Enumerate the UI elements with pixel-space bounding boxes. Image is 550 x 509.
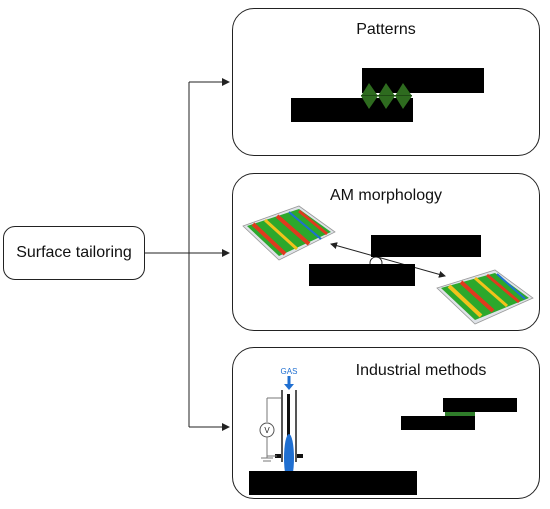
surface-plot-left	[242, 205, 336, 261]
plasma-torch-schematic: GAS V	[259, 367, 303, 482]
surface-tailoring-box: Surface tailoring	[3, 226, 145, 280]
gas-label: GAS	[281, 367, 298, 376]
redacted-block	[309, 264, 415, 286]
industrial-methods-title: Industrial methods	[355, 362, 487, 379]
redacted-block	[291, 98, 413, 122]
am-morphology-box: AM morphology	[232, 173, 540, 331]
green-layer	[445, 412, 475, 416]
redacted-block	[249, 471, 417, 495]
surface-tailoring-label: Surface tailoring	[16, 244, 132, 261]
voltmeter-label: V	[264, 426, 270, 435]
redacted-block	[401, 416, 475, 430]
patterns-title: Patterns	[356, 21, 416, 38]
redacted-block	[443, 398, 517, 412]
surface-plot-right	[436, 269, 534, 325]
pattern-diamonds	[361, 83, 412, 109]
redacted-block	[362, 68, 484, 93]
am-morphology-title: AM morphology	[329, 187, 443, 204]
redacted-block	[371, 235, 481, 257]
industrial-methods-box: Industrial methods GAS V	[232, 347, 540, 499]
patterns-box: Patterns	[232, 8, 540, 156]
